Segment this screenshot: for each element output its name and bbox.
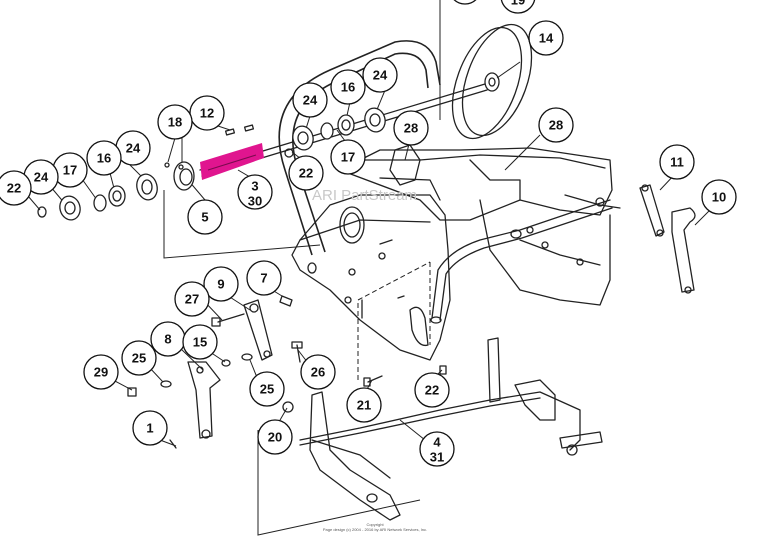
svg-text:18: 18 [168,115,182,130]
svg-text:5: 5 [201,210,208,225]
link-part-10 [671,207,696,294]
svg-text:31: 31 [430,450,444,465]
svg-text:24: 24 [126,141,141,156]
callout-25-right[interactable]: 25 [249,371,285,407]
svg-text:27: 27 [185,292,199,307]
keys-part-12 [224,124,255,136]
callout-4[interactable]: 431 [419,431,455,467]
link-part-11 [639,184,665,237]
callout-16-left[interactable]: 16 [86,140,122,176]
svg-text:22: 22 [299,166,313,181]
svg-text:12: 12 [200,106,214,121]
copyright-line-2: Page design (c) 2004 - 2016 by ARI Netwo… [322,527,428,532]
callout-11[interactable]: 11 [659,144,695,180]
svg-text:21: 21 [357,398,371,413]
callout-15[interactable]: 15 [182,324,218,360]
copyright-line-1: Copyright [366,522,384,527]
highlighted-shaft [200,143,264,180]
callout-18[interactable]: 18 [157,104,193,140]
svg-text:26: 26 [311,365,325,380]
wheel-part-14 [451,23,533,140]
svg-text:19: 19 [511,0,525,8]
callout-28-center[interactable]: 28 [393,110,429,146]
callout-22-lower[interactable]: 22 [414,372,450,408]
housing-plate [291,194,451,361]
callout-19[interactable]: 19 [500,0,536,14]
callout-24-top-right[interactable]: 24 [362,57,398,93]
callout-27[interactable]: 27 [174,281,210,317]
callout-3[interactable]: 330 [237,174,273,210]
callout-9[interactable]: 9 [203,266,239,302]
callout-5[interactable]: 5 [187,199,223,235]
cross-rod [430,199,613,324]
callout-26[interactable]: 26 [300,354,336,390]
svg-text:16: 16 [97,151,111,166]
callout-10[interactable]: 10 [701,179,737,215]
svg-text:24: 24 [373,68,388,83]
svg-text:8: 8 [164,332,171,347]
svg-text:4: 4 [433,435,441,450]
svg-text:3: 3 [251,179,258,194]
callout-24-top-center[interactable]: 24 [292,82,328,118]
callout-17-left[interactable]: 17 [52,152,88,188]
callout-24-left-lower[interactable]: 24 [23,159,59,195]
watermark: ARI PartStream [312,187,417,204]
bolt-part-27 [211,313,245,327]
callout-25-left[interactable]: 25 [121,340,157,376]
svg-text:20: 20 [268,430,282,445]
copyright-notice: Copyright Page design (c) 2004 - 2016 by… [300,522,450,532]
svg-text:22: 22 [425,383,439,398]
callout-8[interactable]: 8 [150,321,186,357]
callout-top-partial [453,0,477,5]
callout-22-top[interactable]: 22 [288,155,324,191]
lower-bracket [299,337,603,521]
svg-text:14: 14 [539,31,554,46]
callout-29[interactable]: 29 [83,354,119,390]
callout-21[interactable]: 21 [346,387,382,423]
svg-text:30: 30 [248,194,262,209]
callout-16-right[interactable]: 16 [330,69,366,105]
svg-text:9: 9 [217,277,224,292]
svg-text:22: 22 [7,181,21,196]
lever-part-8 [187,359,231,439]
svg-text:10: 10 [712,190,726,205]
svg-text:7: 7 [260,271,267,286]
svg-text:25: 25 [132,351,146,366]
svg-text:16: 16 [341,80,355,95]
small-parts [127,341,447,449]
svg-text:15: 15 [193,335,207,350]
callout-1[interactable]: 1 [132,410,168,446]
lever-part-9 [243,295,293,361]
svg-text:24: 24 [303,93,318,108]
callout-14[interactable]: 14 [528,20,564,56]
left-bearing-stack [37,161,195,221]
callout-28-right[interactable]: 28 [538,107,574,143]
right-frame [339,144,621,306]
callout-24-left-upper[interactable]: 24 [115,130,151,166]
svg-text:11: 11 [670,155,684,170]
svg-text:17: 17 [63,163,77,178]
callout-20[interactable]: 20 [257,419,293,455]
svg-text:1: 1 [146,421,153,436]
callout-12[interactable]: 12 [189,95,225,131]
svg-text:25: 25 [260,382,274,397]
right-bearing-stack [284,107,386,158]
svg-text:29: 29 [94,365,108,380]
svg-text:24: 24 [34,170,49,185]
svg-text:17: 17 [341,150,355,165]
svg-text:28: 28 [404,121,418,136]
callout-17-right[interactable]: 17 [330,139,366,175]
svg-text:28: 28 [549,118,563,133]
callout-22-left[interactable]: 22 [0,170,32,206]
callout-7[interactable]: 7 [246,260,282,296]
